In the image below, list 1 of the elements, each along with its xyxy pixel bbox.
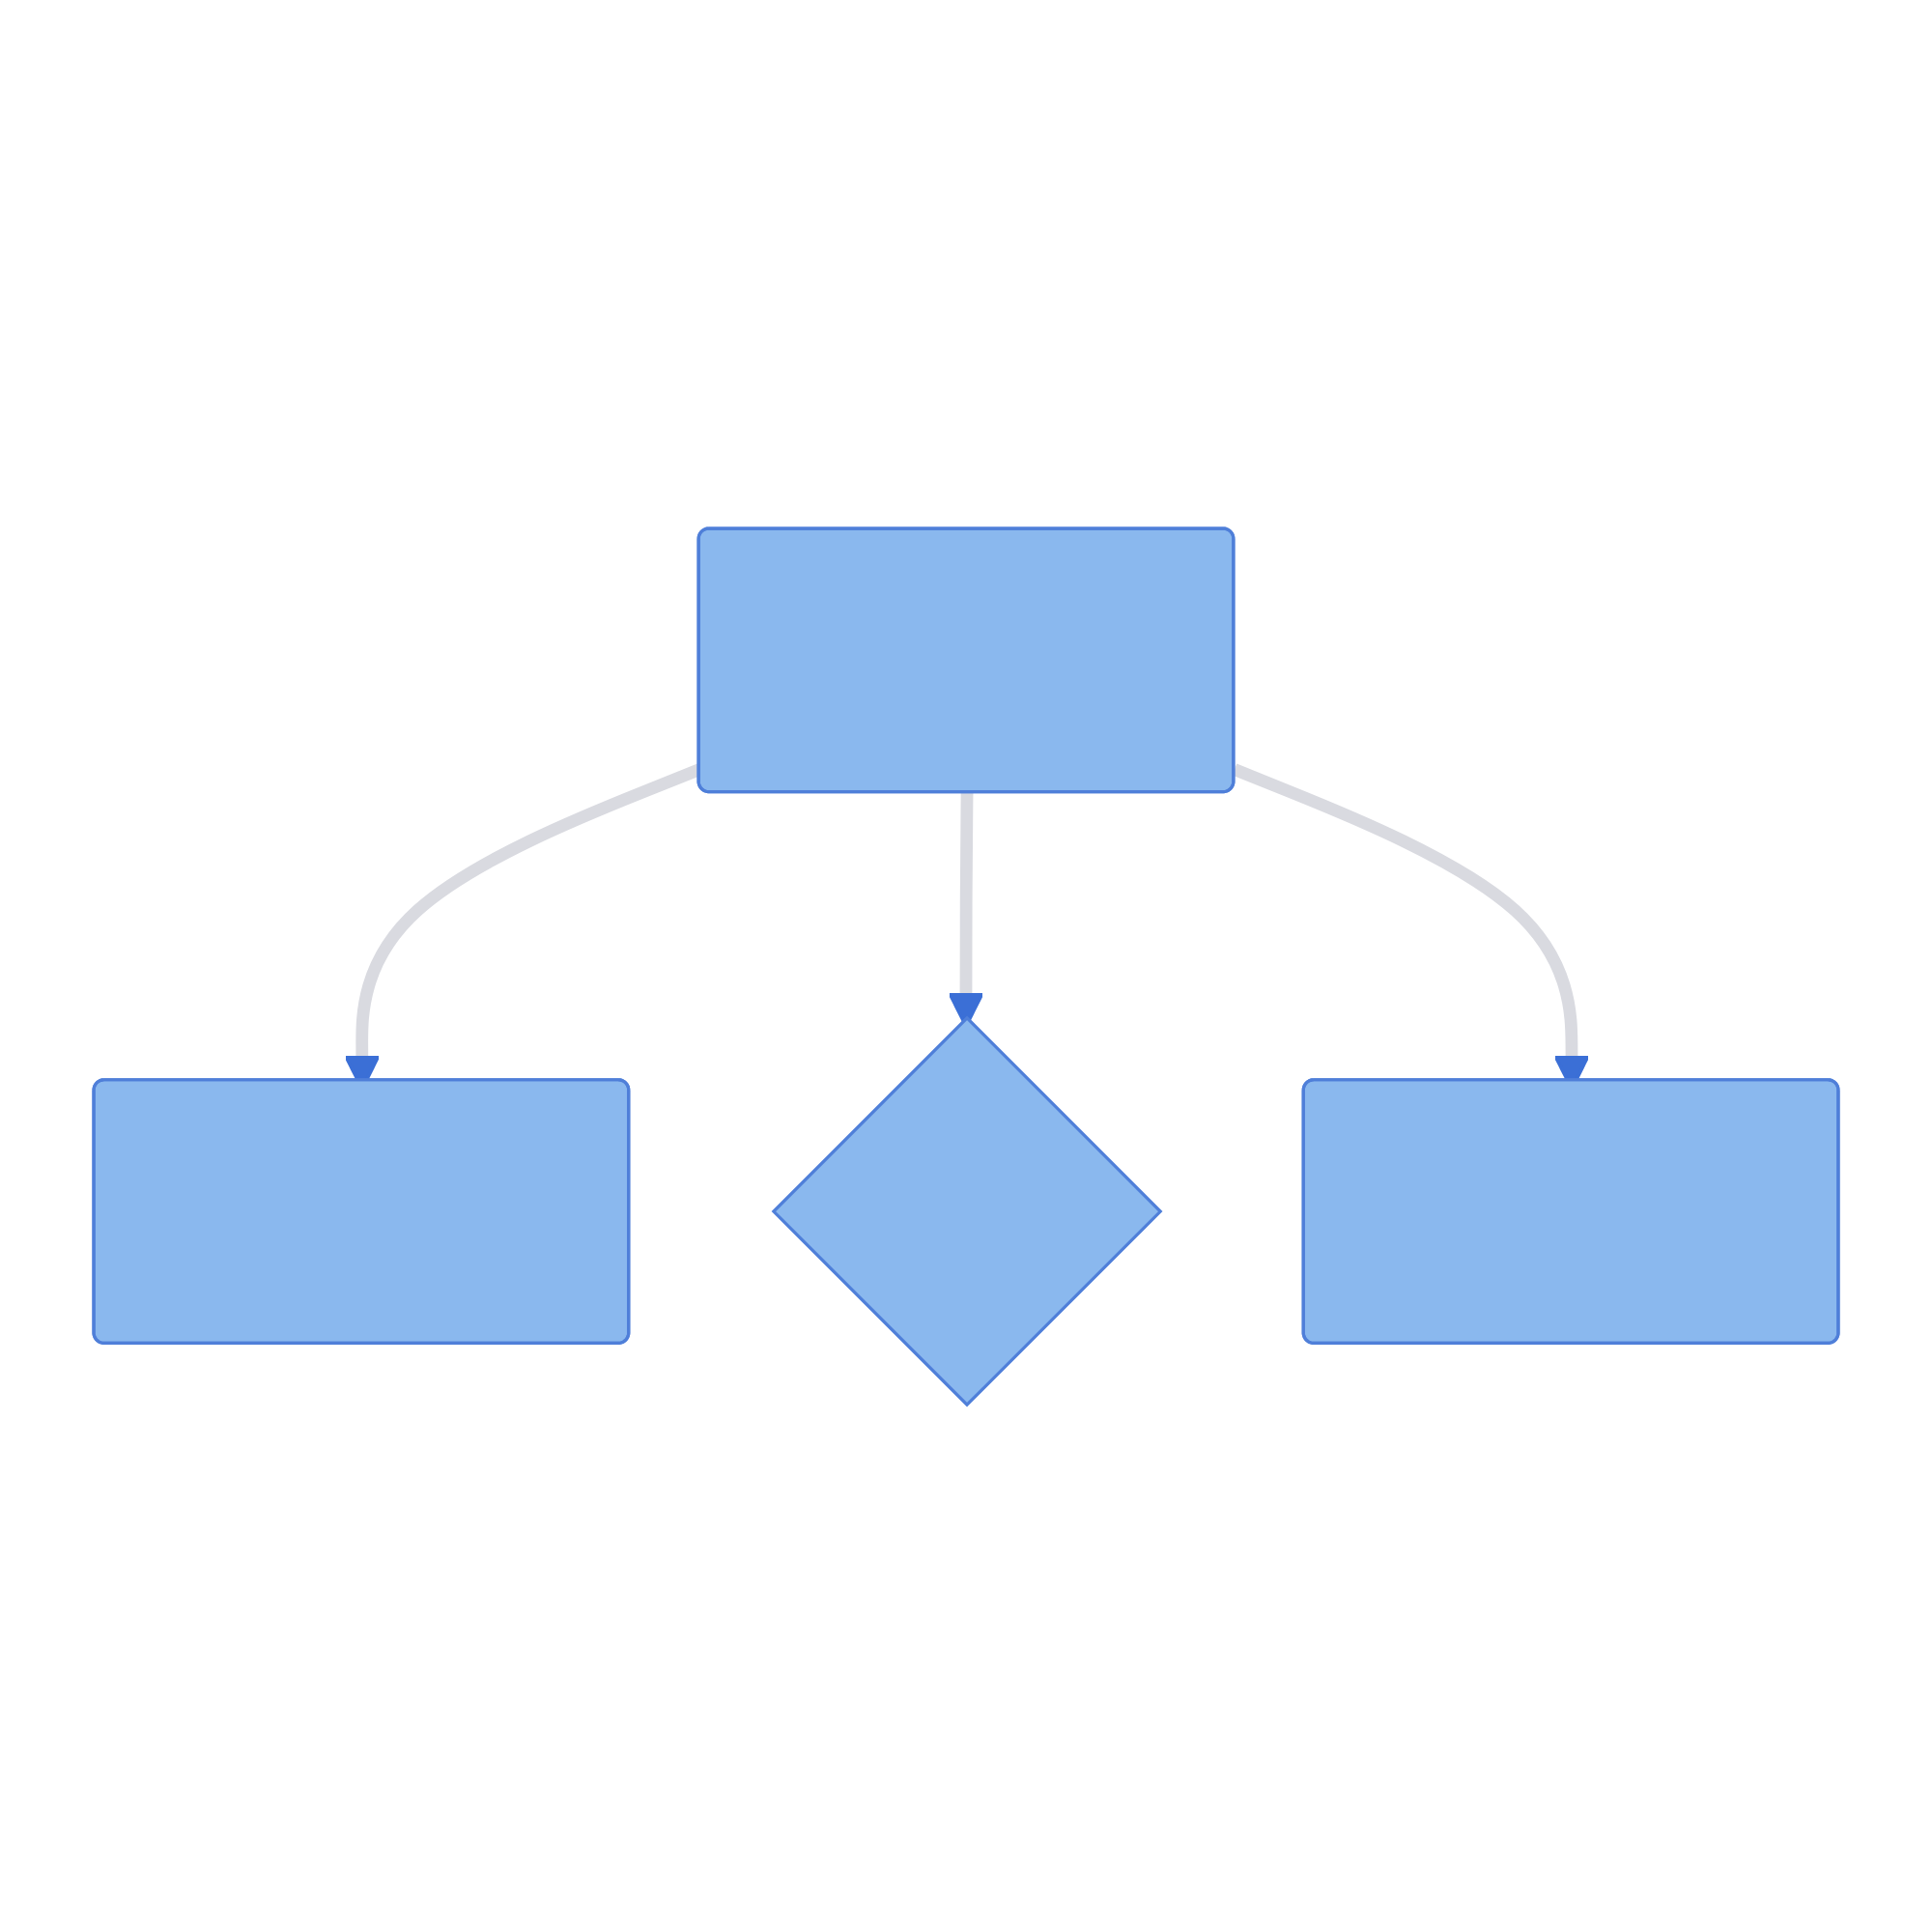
node-diamond [771,1014,1163,1406]
